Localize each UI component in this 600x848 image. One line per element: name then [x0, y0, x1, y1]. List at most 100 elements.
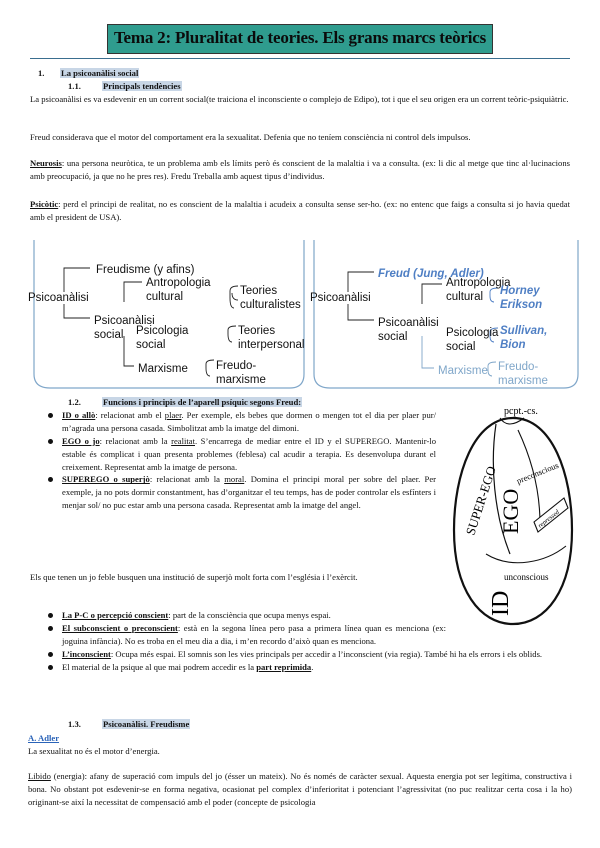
- section-1-label: La psicoanàlisi social: [60, 68, 140, 78]
- right-root: Psicoanàlisi: [310, 292, 371, 304]
- diagram-right-connector-anthro: [421, 283, 442, 304]
- list-item-pc: La P-C o percepció conscient: part de la…: [46, 609, 446, 622]
- term-superego: SUPEREGO o superjò: [62, 474, 150, 485]
- list-item-superego: SUPEREGO o superjò: relacionat amb la mo…: [46, 473, 436, 512]
- subsection-1-1-label: Principals tendències: [102, 81, 182, 91]
- list-item-ego: EGO o jo: relacionat amb la realitat. S’…: [46, 435, 436, 474]
- diagram-right-bracket-3: [487, 361, 497, 377]
- subsection-1-2-label: Funcions i principis de l’aparell psíqui…: [102, 397, 303, 407]
- repressed-pre: El material de la psique al que mai podr…: [62, 661, 257, 672]
- section-1-heading: 1. La psicoanàlisi social: [38, 67, 140, 79]
- right-author-1: Horney Erikson: [500, 285, 543, 312]
- title-underline: [30, 58, 570, 59]
- ego-text-b: . S’encarrega de mediar entre el ID y el…: [62, 435, 436, 472]
- list-psychic-apparatus: ID o allò: relacionat amb el plaer. Per …: [46, 409, 436, 512]
- list-consciousness-levels: La P-C o percepció conscient: part de la…: [46, 609, 570, 673]
- diagram-right-bracket-2: [489, 327, 499, 343]
- paragraph-superjo: Els que tenen un jo feble busquen una in…: [30, 572, 358, 582]
- diagram-left-bracket-2: [227, 325, 237, 343]
- left-branch-3: Marxisme: [138, 363, 188, 375]
- egg-unconscious-boundary: [485, 545, 567, 564]
- subsection-1-3-number: 1.3.: [68, 719, 81, 729]
- right-author-2: Sullivan, Bion: [500, 325, 548, 352]
- egg-pcpt-label: pcpt.-cs.: [504, 406, 538, 417]
- subsection-1-3-heading: 1.3.Psicoanàlisi. Freudisme: [68, 718, 191, 730]
- bullet-dot: [48, 625, 53, 631]
- egg-ego-boundary: [517, 429, 541, 525]
- list-item-repressed: El material de la psique al que mai podr…: [46, 661, 570, 674]
- egg-id-label: ID: [488, 591, 514, 616]
- diagram-right-lines: [313, 240, 579, 389]
- diagram-left-lines: [33, 240, 305, 389]
- right-branch-1: Antropologia cultural: [446, 277, 511, 304]
- term-id: ID o allò: [62, 410, 96, 420]
- paragraph-adler: La sexualitat no és el motor d’energia.: [28, 746, 160, 756]
- left-school-2: Teories interpersonal: [238, 325, 305, 352]
- id-key: plaer: [164, 410, 182, 420]
- left-school-1: Teories culturalistes: [240, 285, 301, 312]
- left-root: Psicoanàlisi: [28, 292, 89, 304]
- superego-key: moral: [224, 474, 245, 485]
- diagram-right-connector-top: [347, 271, 374, 292]
- paragraph-psicotic: Psicòtic: perd el principi de realitat, …: [30, 198, 570, 224]
- paragraph-libido: Libido (energia): afany de superació com…: [28, 770, 572, 809]
- id-text-a: : relacionat amb el: [95, 410, 165, 420]
- subsection-1-2-heading: 1.2.Funcions i principis de l’aparell ps…: [68, 396, 303, 408]
- egg-unconscious-label: unconscious: [504, 572, 549, 582]
- right-author-3: Freudo-marxisme: [498, 361, 548, 388]
- egg-outline: [452, 416, 574, 626]
- paragraph-freud: Freud considerava que el motor del compo…: [30, 132, 471, 142]
- section-1-number: 1.: [38, 68, 45, 78]
- repressed-text: .: [311, 661, 314, 672]
- diagram-left-connector-top: [63, 267, 90, 292]
- term-pc: La P-C o percepció conscient: [62, 610, 169, 620]
- subconscious-text: : està en la segona línea pero pasa a pr…: [62, 622, 446, 646]
- term-ego: EGO o jo: [62, 435, 100, 446]
- bullet-dot: [48, 651, 53, 657]
- term-repressed: part reprimida: [256, 661, 312, 672]
- page-title: Tema 2: Pluralitat de teories. Els grans…: [113, 28, 487, 47]
- diagram-left: Freudisme (y afins) Psicoanàlisi Psicoan…: [28, 238, 306, 398]
- left-branch-2: Psicologia social: [136, 325, 189, 352]
- id-text-b: . Per exemple, els bebes que dormen o me…: [62, 410, 437, 433]
- diagram-left-bracket-3: [205, 359, 215, 377]
- list-item-subconscious: El subconscient o preconscient: està en …: [46, 622, 446, 648]
- right-top-authors: (Jung, Adler): [413, 268, 484, 280]
- term-subconscious: El subconscient o preconscient: [62, 622, 178, 633]
- term-psicotic: Psicòtic: [30, 199, 59, 209]
- bullet-dot: [48, 438, 53, 444]
- left-mid: Psicoanàlisi social: [94, 315, 155, 342]
- diagram-left-connector-mid: [63, 304, 90, 319]
- list-item-id: ID o allò: relacionat amb el plaer. Per …: [46, 409, 436, 435]
- egg-pcpt-arc: [499, 417, 525, 425]
- term-neurosis: Neurosis: [30, 158, 62, 168]
- freud-structure-diagram: pcpt.-cs. preconscious SUPER-EGO EGO rep…: [452, 406, 574, 626]
- diagram-right-frame: [313, 240, 579, 389]
- paragraph-intro: La psicoanàlisi es va esdevenir en un co…: [30, 94, 569, 104]
- libido-text: (energia): afany de superació com impuls…: [28, 771, 572, 807]
- egg-ego-label: EGO: [498, 489, 523, 534]
- bullet-dot: [48, 477, 53, 483]
- bullet-dot: [48, 413, 53, 418]
- ego-text-a: : relacionat amb la: [99, 435, 172, 446]
- title-container: Tema 2: Pluralitat de teories. Els grans…: [0, 24, 600, 54]
- pc-text: : part de la consciència que ocupa menys…: [168, 610, 331, 620]
- left-school-3: Freudo-marxisme: [216, 360, 266, 387]
- superego-text-a: : relacionat amb la: [149, 474, 225, 485]
- unconscious-text: : Ocupa més espai. El somnis son les vie…: [110, 648, 543, 659]
- left-branch-1: Antropologia cultural: [146, 277, 211, 304]
- ego-key: realitat: [171, 435, 195, 446]
- right-top-freud: Freud: [378, 268, 410, 280]
- right-branch-3: Marxisme: [438, 365, 488, 377]
- subsection-1-1-number: 1.1.: [68, 81, 81, 91]
- paragraph-neurosis: Neurosis: una persona neuròtica, te un p…: [30, 157, 570, 183]
- term-unconscious: L’inconscient: [62, 648, 111, 659]
- adler-heading-link[interactable]: A. Adler: [28, 733, 60, 743]
- egg-repressed-box: [533, 497, 569, 533]
- neurosis-text: : una persona neuròtica, te un problema …: [30, 158, 570, 181]
- psicotic-text: : perd el principi de realitat, no es co…: [30, 199, 570, 222]
- diagram-left-connector-marx: [123, 336, 134, 367]
- title-box: Tema 2: Pluralitat de teories. Els grans…: [106, 24, 494, 54]
- left-freudisme: Freudisme (y afins): [96, 264, 195, 276]
